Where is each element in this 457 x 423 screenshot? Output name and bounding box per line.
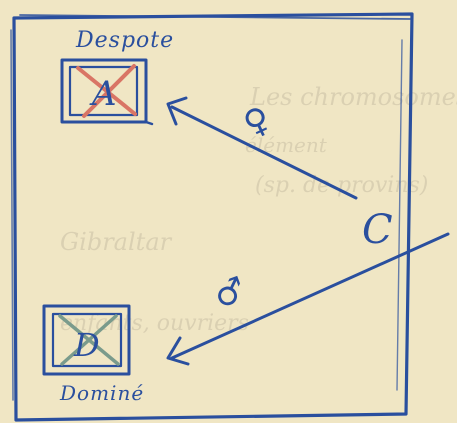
box-a-letter: A bbox=[89, 74, 117, 114]
ghost-line-3: (sp. de provins) bbox=[255, 173, 428, 198]
box-d-letter: D bbox=[73, 326, 100, 364]
arrow-c-to-a bbox=[166, 96, 358, 200]
outer-frame bbox=[10, 12, 414, 422]
ghost-line-2: élément bbox=[245, 133, 328, 157]
point-c-label: C bbox=[362, 207, 393, 253]
ghost-line-5: enfants, ouvriers bbox=[60, 311, 249, 336]
ghost-line-4: Gibraltar bbox=[60, 228, 173, 256]
box-a: A bbox=[60, 58, 154, 126]
domine-label: Dominé bbox=[59, 381, 144, 405]
arrow-c-to-d bbox=[166, 232, 450, 366]
ghost-line-1: Les chromosomes bbox=[249, 83, 457, 111]
bleed-through-text: Les chromosomes élément (sp. de provins)… bbox=[60, 83, 457, 336]
green-cross-icon bbox=[58, 314, 120, 366]
red-cross-icon bbox=[76, 64, 137, 118]
male-symbol: ♂ bbox=[208, 269, 250, 317]
box-d: D bbox=[42, 304, 131, 376]
despote-label: Despote bbox=[75, 28, 174, 53]
